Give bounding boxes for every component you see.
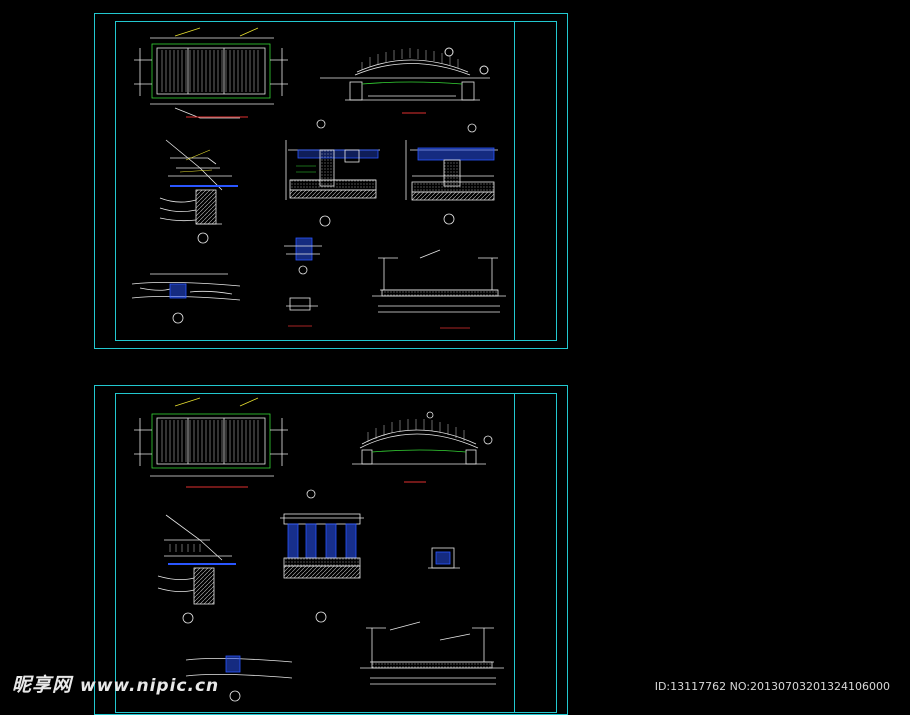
- watermark-url: www.nipic.cn: [80, 676, 220, 696]
- detail-a-2: [157, 514, 236, 624]
- section-markers-1: [444, 47, 489, 75]
- detail-b-2: [280, 489, 364, 623]
- small-detail-2: [428, 547, 460, 569]
- sheet-2-title-block: [514, 394, 515, 712]
- drawing-sheet-1: [94, 13, 568, 349]
- sheet-1-border: [115, 21, 557, 341]
- sheet-1-title-block: [514, 22, 515, 340]
- detail-b-1: [285, 119, 380, 227]
- nipic-watermark: 昵享网 www.nipic.cn: [12, 670, 219, 697]
- small-detail-1: [284, 237, 322, 327]
- section-view-1: [372, 249, 506, 329]
- detail-d-1: [131, 273, 241, 324]
- section-view-2: [360, 621, 504, 685]
- plan-view-2: [134, 397, 288, 477]
- watermark-brand: 昵享网: [12, 674, 73, 696]
- plan-view-1: [134, 27, 288, 119]
- elevation-view-1: [320, 48, 490, 101]
- image-id-label: ID:13117762 NO:20130703201324106000: [654, 680, 890, 693]
- detail-a-1: [159, 139, 238, 244]
- detail-d-2: [185, 655, 293, 702]
- detail-c-1: [405, 123, 498, 225]
- elevation-view-2: [352, 411, 493, 465]
